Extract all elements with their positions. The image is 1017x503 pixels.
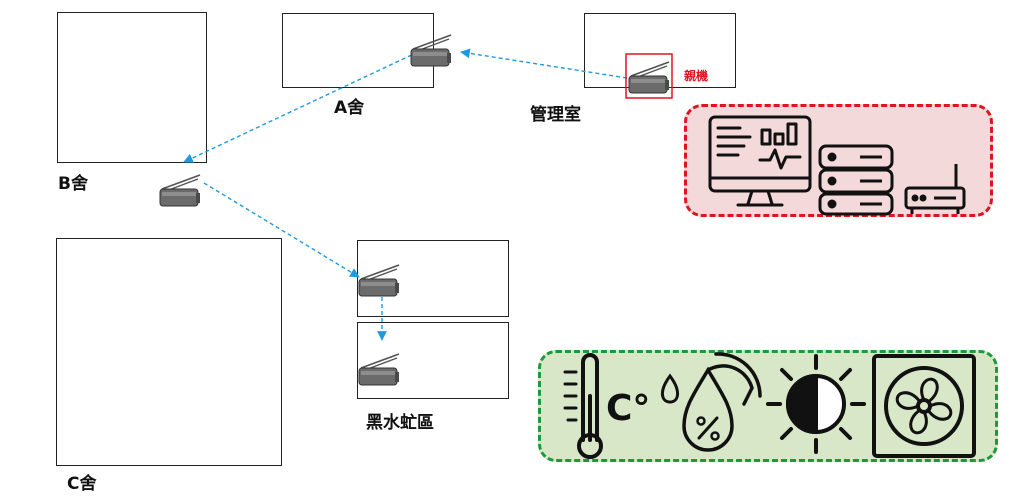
parent-gateway-device <box>628 61 670 94</box>
brightness-icon <box>766 354 866 454</box>
monitor-dashboard-icon <box>708 115 812 207</box>
label-office: 管理室 <box>530 105 581 125</box>
label-building-a: A舍 <box>334 98 365 118</box>
parent-device-label: 親機 <box>684 69 709 83</box>
gateway-device-pond-lower <box>358 353 400 386</box>
exhaust-fan-icon <box>872 354 976 458</box>
link-office-to-a <box>460 48 628 79</box>
label-pond: 黑水虻區 <box>366 413 434 433</box>
building-a <box>282 13 434 88</box>
link-b-to-pond <box>203 182 360 278</box>
gateway-device-b <box>159 174 201 207</box>
wireless-links <box>183 48 628 341</box>
gateway-device-pond-upper <box>358 264 400 297</box>
parent-device-highlight <box>625 53 673 99</box>
label-building-b: B舍 <box>58 174 88 194</box>
humidity-icon <box>661 352 762 452</box>
link-a-to-b <box>183 51 419 163</box>
thermometer-icon <box>563 353 603 459</box>
gateway-device-a <box>410 34 452 67</box>
building-b <box>57 12 207 163</box>
server-stack-icon <box>818 144 894 216</box>
label-building-c: C舍 <box>67 474 97 494</box>
temperature-unit-text: C° <box>606 388 650 429</box>
router-icon <box>904 164 966 214</box>
building-c <box>56 238 282 466</box>
